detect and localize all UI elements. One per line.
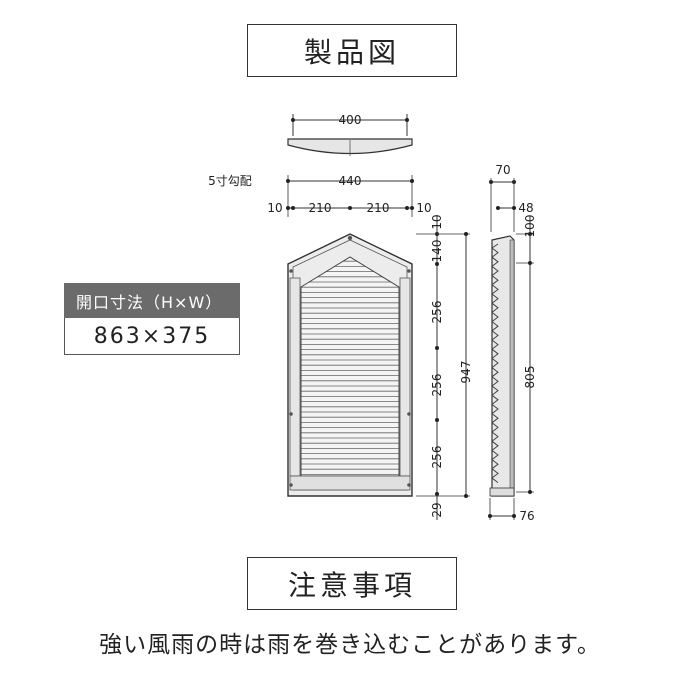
notes-title: 注意事項 — [247, 557, 457, 610]
dim-top-width: 400 — [339, 113, 362, 127]
notes-text: 強い風雨の時は雨を巻き込むことがあります。 — [99, 632, 601, 658]
opening-size-label: 開口寸法（H×W） — [64, 283, 240, 318]
dim-overall-width: 440 — [339, 174, 362, 188]
opening-size-panel: 開口寸法（H×W） 863×375 — [64, 283, 240, 355]
dim-edge-left: 10 — [267, 201, 282, 215]
dim-bottom: 29 — [430, 502, 444, 517]
dim-half-left: 210 — [309, 201, 332, 215]
dim-depth: 70 — [495, 163, 510, 177]
top-view: 400 — [287, 113, 413, 156]
drawing-title: 製品図 — [247, 24, 457, 77]
dim-depth-inner: 48 — [518, 201, 533, 215]
dim-edge-right: 10 — [416, 201, 431, 215]
dim-pitch-2: 256 — [430, 374, 444, 397]
dim-side-bottom: 76 — [519, 509, 534, 523]
dim-side-top: 100 — [523, 215, 537, 238]
dim-top-edge: 10 — [430, 214, 444, 229]
height-dimensions: 10 140 256 256 256 29 947 — [416, 214, 473, 520]
dim-side-height: 805 — [523, 366, 537, 389]
dim-half-right: 210 — [367, 201, 390, 215]
side-view: 70 48 100 805 76 — [488, 163, 537, 523]
width-dimensions: 5寸勾配 440 10 210 210 10 — [208, 174, 432, 217]
dim-total-height: 947 — [459, 361, 473, 384]
dim-roof-height: 140 — [430, 240, 444, 263]
front-view — [287, 233, 413, 497]
dim-pitch-1: 256 — [430, 301, 444, 324]
dim-pitch-3: 256 — [430, 446, 444, 469]
slope-label: 5寸勾配 — [208, 174, 252, 188]
opening-size-value: 863×375 — [64, 318, 240, 355]
